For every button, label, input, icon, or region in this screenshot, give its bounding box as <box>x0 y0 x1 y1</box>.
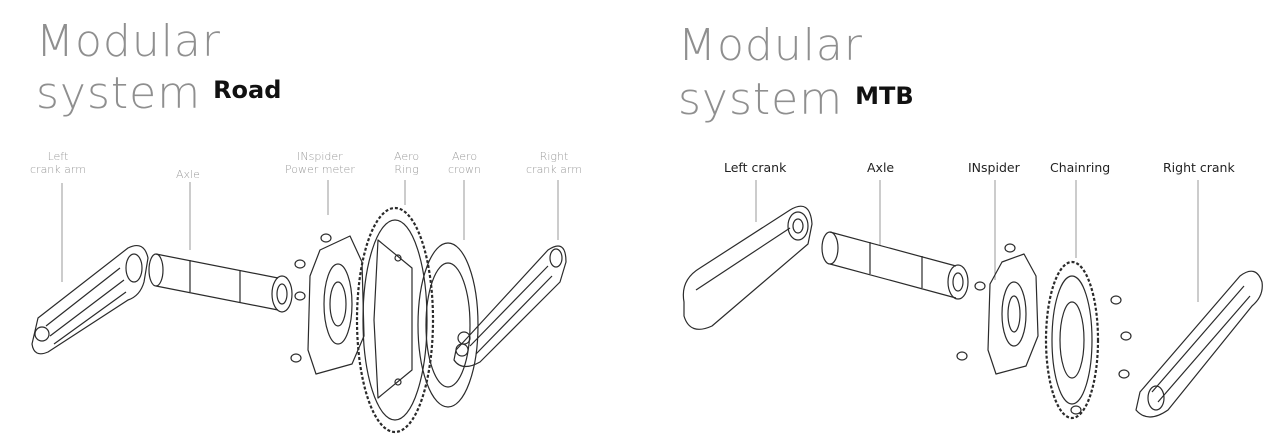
road-label-inspider-line2: Power meter <box>285 163 355 176</box>
mtb-title-line2: system MTB <box>678 74 914 125</box>
mtb-label-chainring: Chainring <box>1050 160 1111 175</box>
road-right-crank-arm <box>453 245 567 368</box>
road-label-right-crank-arm-line1: Right <box>539 150 569 163</box>
road-label-left-crank-arm-line2: crank arm <box>30 163 86 176</box>
road-label-aero-ring-line1: Aero <box>394 150 420 163</box>
road-label-left-crank-arm-line1: Left <box>47 150 69 163</box>
road-spider-bolts <box>290 233 332 363</box>
mtb-left-crank <box>682 205 813 330</box>
road-label-aero-ring: Aero Ring <box>394 150 419 176</box>
road-label-right-crank-arm-line2: crank arm <box>526 163 582 176</box>
road-aero-ring <box>355 206 435 434</box>
mtb-label-left-crank: Left crank <box>724 160 787 175</box>
road-exploded-view-illustration <box>31 180 567 434</box>
road-label-axle-line1: Axle <box>176 168 200 181</box>
mtb-exploded-view-illustration <box>682 180 1263 420</box>
road-label-left-crank-arm: Left crank arm <box>30 150 86 176</box>
road-left-crank-arm <box>31 245 149 355</box>
mtb-label-right-crank: Right crank <box>1163 160 1235 175</box>
road-label-aero-crown: Aero crown <box>448 150 481 176</box>
mtb-variant-label: MTB <box>855 82 914 110</box>
road-label-inspider-line1: INspider <box>297 150 343 163</box>
road-variant-label: Road <box>213 76 282 104</box>
road-axle <box>148 253 293 313</box>
road-title-line1: Modular <box>36 16 221 67</box>
mtb-panel: Modular system MTB Left crank Axle INspid… <box>640 0 1280 437</box>
mtb-label-inspider: INspider <box>968 160 1020 175</box>
mtb-right-crank <box>1135 270 1263 418</box>
mtb-spider-bolts <box>956 243 1132 415</box>
road-label-aero-crown-line2: crown <box>448 163 482 176</box>
mtb-title-word: system <box>678 74 844 125</box>
road-label-axle: Axle <box>176 168 200 181</box>
road-title-word: system <box>36 68 202 119</box>
mtb-chainring <box>1044 260 1100 420</box>
road-aero-crown <box>417 242 479 408</box>
mtb-title-line1: Modular <box>678 20 863 71</box>
road-label-aero-crown-line1: Aero <box>451 150 478 163</box>
road-label-inspider-power-meter: INspider Power meter <box>285 150 355 176</box>
mtb-axle <box>821 231 969 300</box>
mtb-label-axle: Axle <box>867 160 895 175</box>
mtb-inspider <box>987 253 1039 375</box>
road-panel: Modular system Road Left crank arm Axle I… <box>30 16 582 434</box>
road-title-line2: system Road <box>36 68 281 119</box>
road-inspider-power-meter <box>307 235 365 375</box>
road-label-right-crank-arm: Right crank arm <box>526 150 582 176</box>
road-label-aero-ring-line2: Ring <box>394 163 419 176</box>
